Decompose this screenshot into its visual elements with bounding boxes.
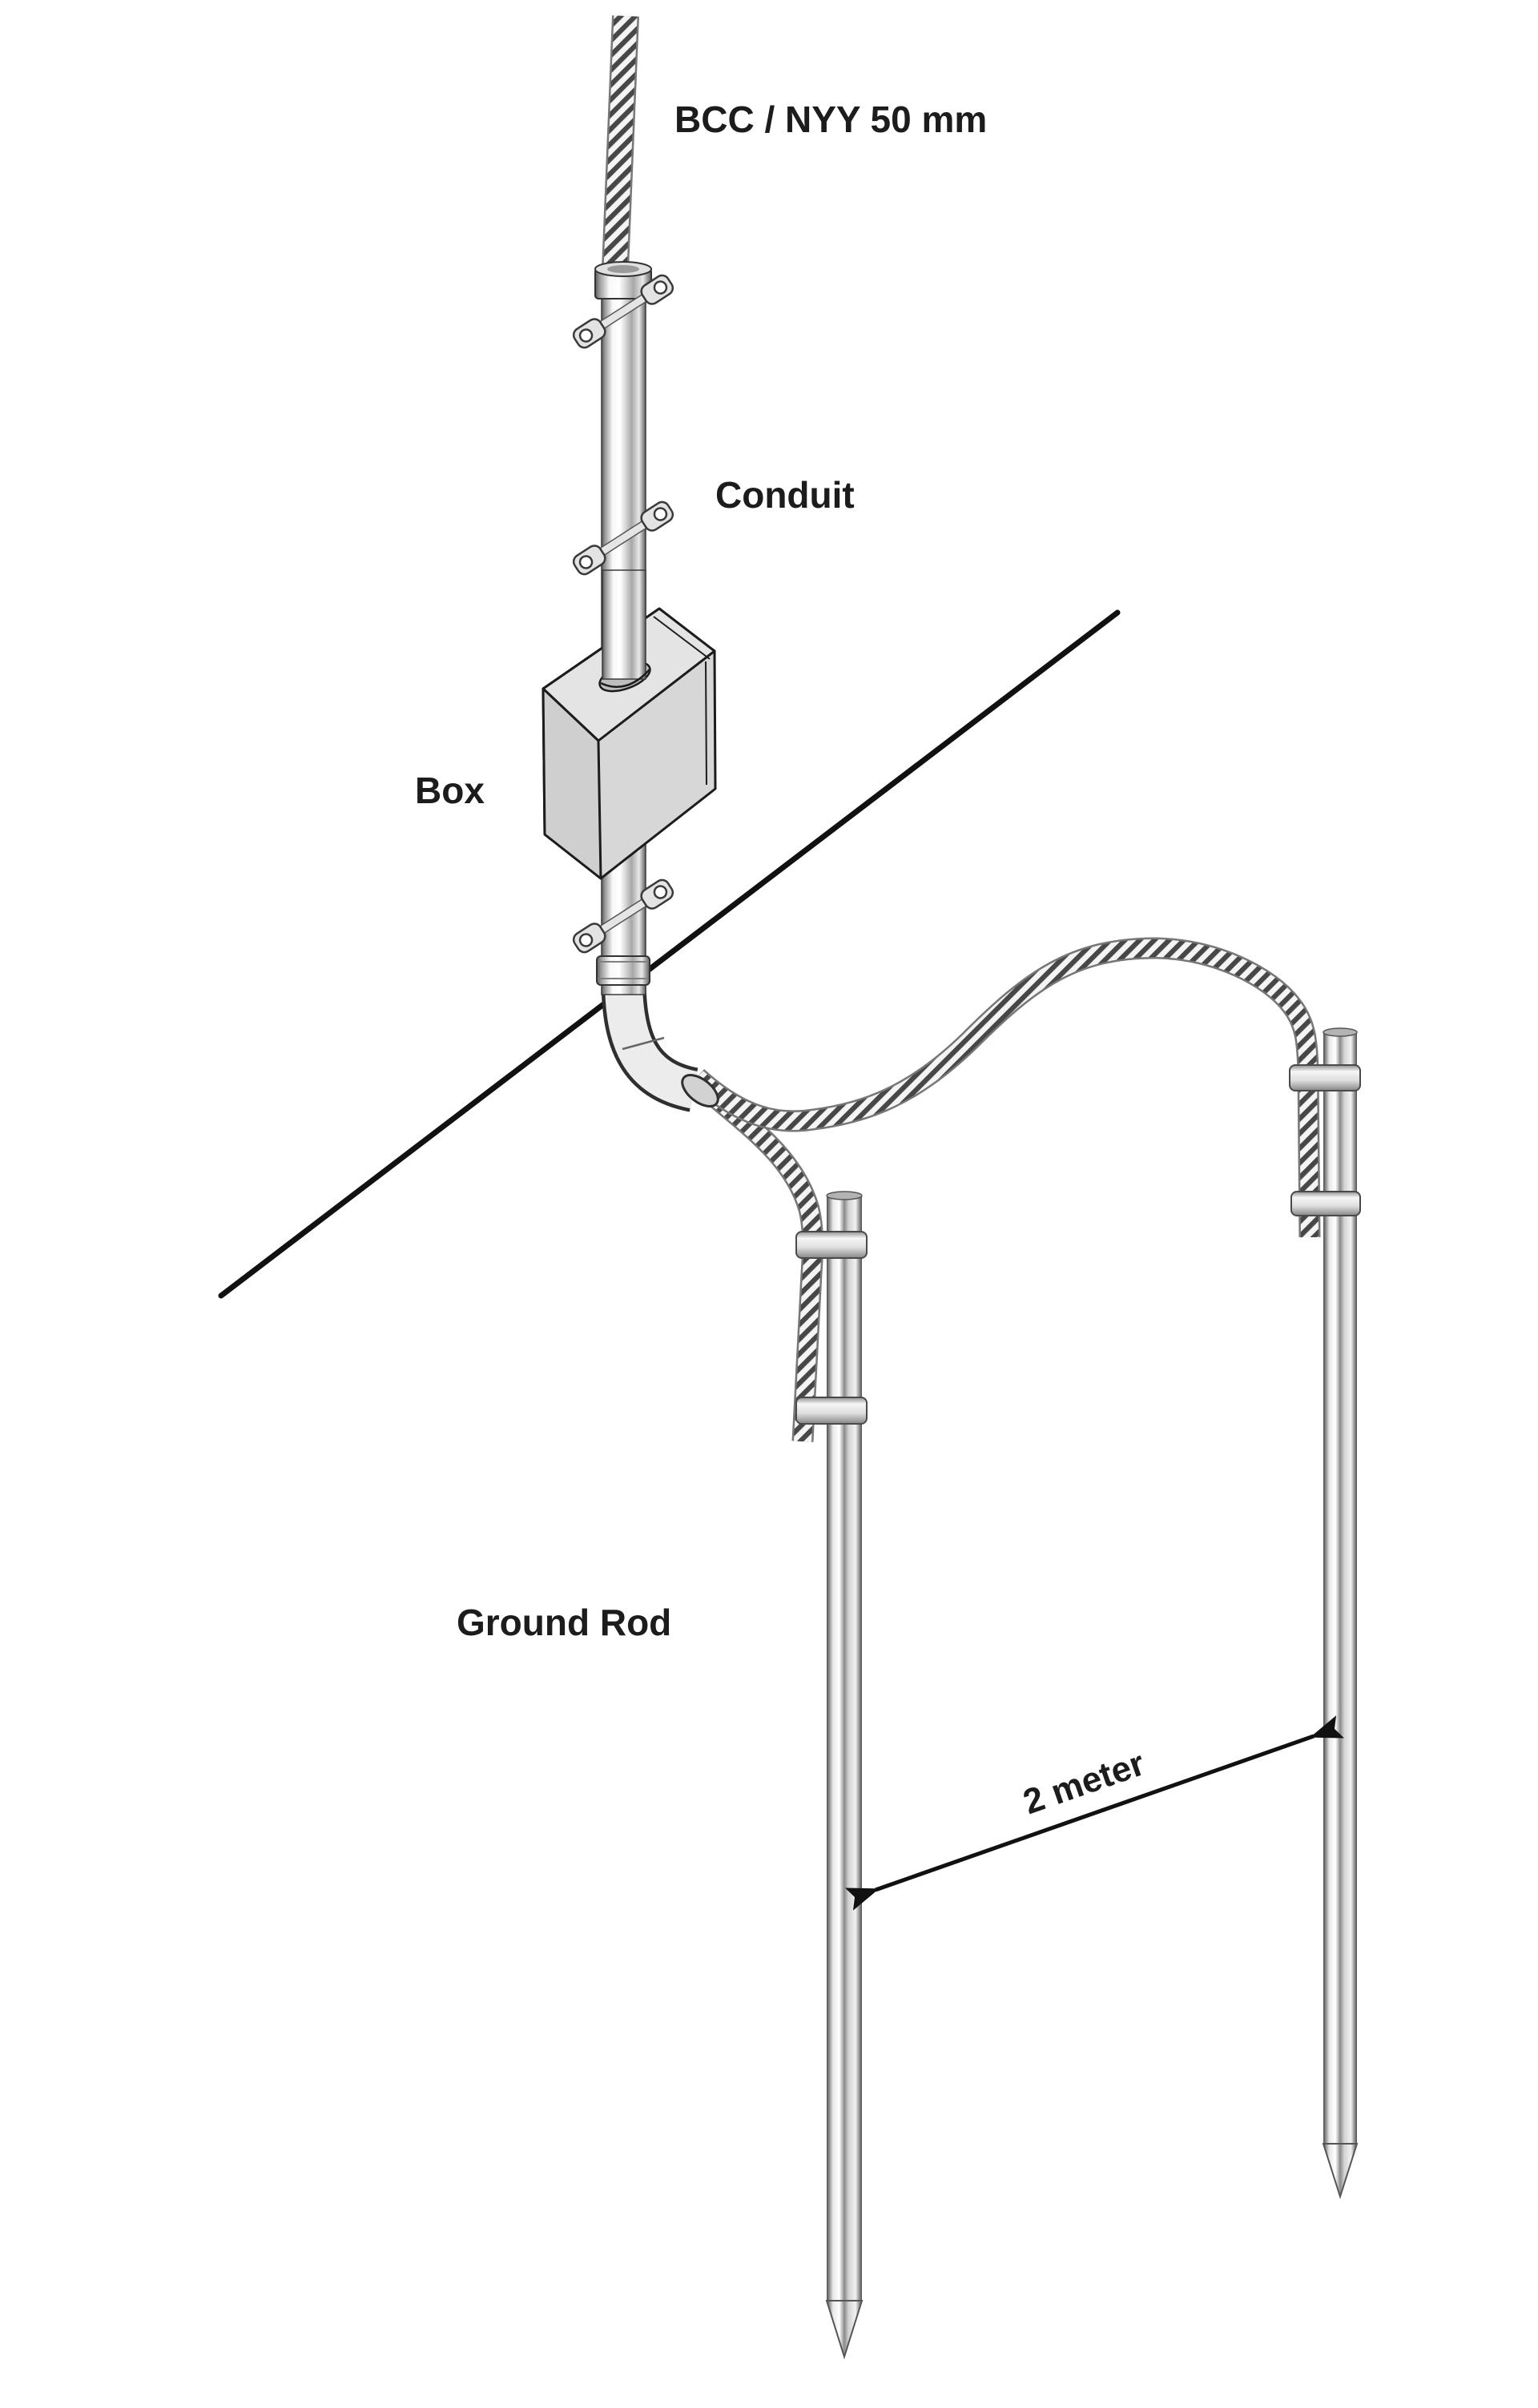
clamp-ear-right (640, 274, 674, 305)
conduit-collar (594, 261, 652, 299)
conduit-clamp-2 (572, 500, 674, 576)
conduit-opening (681, 1074, 719, 1108)
rod-clamp-right-upper (1289, 1064, 1361, 1091)
conduit-clamp-1 (572, 274, 674, 349)
label-box: Box (415, 770, 485, 811)
conduit-elbow (601, 980, 719, 1112)
label-ground-rod: Ground Rod (457, 1602, 671, 1643)
clamp-ear-left (572, 923, 606, 954)
label-conduit: Conduit (715, 474, 855, 516)
dimension-arrow (845, 1715, 1344, 1911)
service-cable (602, 15, 639, 270)
label-cable: BCC / NYY 50 mm (674, 98, 987, 140)
cable-branch-left-rod (690, 1074, 824, 1442)
rod-clamp-left-lower (795, 1397, 868, 1425)
clamp-ear-right (640, 878, 674, 910)
conduit-clamp-3 (572, 878, 674, 954)
ground-rod-left (825, 1191, 864, 2360)
rod-clamp-left-upper (795, 1231, 868, 1259)
clamp-ear-left (572, 318, 606, 349)
junction-box (542, 569, 717, 880)
ground-surface-line (218, 609, 1121, 1299)
cable-branch-right-rod (689, 937, 1321, 1238)
clamp-ear-right (640, 500, 674, 532)
rod-clamp-right-lower (1290, 1191, 1361, 1216)
clamp-ear-left (572, 545, 606, 576)
ground-rod-right (1322, 1027, 1359, 2200)
conduit-coupling (596, 955, 650, 986)
labels: BCC / NYY 50 mm Conduit Box Ground Rod 2… (415, 98, 1149, 1822)
label-distance: 2 meter (1018, 1743, 1149, 1822)
